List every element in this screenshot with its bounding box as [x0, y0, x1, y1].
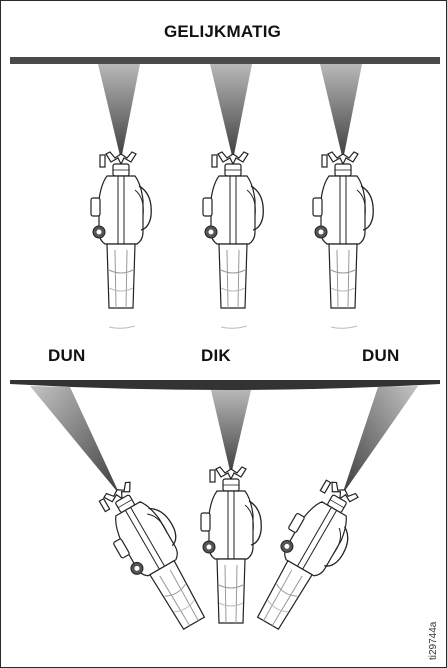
spray-pattern-top-2	[210, 64, 252, 160]
top-target-bar	[10, 57, 440, 64]
spray-pattern-top-3	[320, 64, 362, 160]
spray-pattern-bottom-center	[211, 390, 251, 475]
top-title: GELIJKMATIG	[163, 22, 282, 41]
spray-gun-top-3	[312, 151, 374, 309]
spray-gun-bottom-center	[200, 466, 262, 624]
spray-pattern-bottom-right	[342, 386, 418, 495]
label-right-thin: DUN	[362, 346, 400, 365]
spray-gun-top-1	[90, 151, 152, 309]
spray-gun-top-2	[202, 151, 264, 309]
label-center-thick: DIK	[201, 346, 231, 365]
spray-gun-bottom-left	[89, 472, 221, 639]
bottom-target-surface	[10, 380, 440, 390]
label-left-thin: DUN	[48, 346, 86, 365]
spray-pattern-top-1	[98, 64, 140, 160]
spray-pattern-bottom-left	[30, 386, 120, 495]
spray-gun-bottom-right	[241, 472, 373, 639]
